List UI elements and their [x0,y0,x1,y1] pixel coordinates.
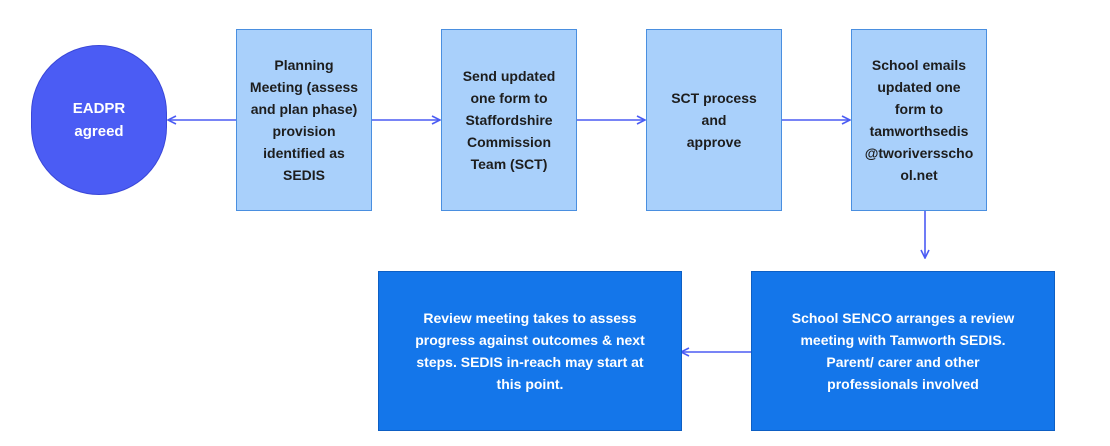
node-senco-label: School SENCO arranges a review meeting w… [791,310,1015,392]
node-sct-process: SCT process and approve [646,29,782,211]
node-school-emails-label: School emails updated one form to tamwor… [864,57,974,183]
node-planning-meeting: Planning Meeting (assess and plan phase)… [236,29,372,211]
node-school-emails: School emails updated one form to tamwor… [851,29,987,211]
node-eadpr-label: EADPR agreed [72,100,126,140]
node-senco-arranges-review: School SENCO arranges a review meeting w… [751,271,1055,431]
node-sct-label: SCT process and approve [671,90,757,150]
node-review-meeting: Review meeting takes to assess progress … [378,271,682,431]
node-send-form-label: Send updated one form to Staffordshire C… [462,68,556,172]
node-send-updated-form: Send updated one form to Staffordshire C… [441,29,577,211]
node-review-label: Review meeting takes to assess progress … [415,310,645,392]
node-eadpr-agreed: EADPR agreed [31,45,167,195]
node-planning-label: Planning Meeting (assess and plan phase)… [249,57,359,183]
